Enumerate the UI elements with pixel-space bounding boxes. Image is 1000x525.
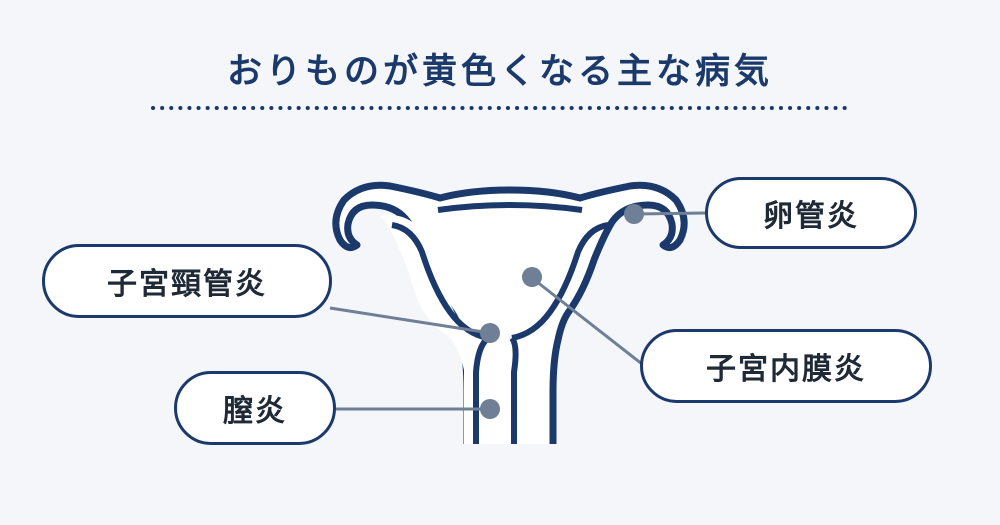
label-vaginitis-text: 膣炎 [223,394,287,429]
marker-endometrium [522,267,542,287]
label-vaginitis: 膣炎 [174,371,336,445]
uterine-cavity [380,215,600,444]
leader-line-oviduct [633,211,707,216]
cavity-right-wall [511,222,609,341]
label-cervicitis-text: 子宮頸管炎 [107,267,267,302]
marker-oviduct [624,204,644,224]
leader-line-cervicitis [329,306,491,335]
label-endometritis-text: 子宮内膜炎 [706,352,866,387]
label-endometritis: 子宮内膜炎 [640,329,932,403]
label-oviduct: 卵管炎 [705,177,917,249]
leader-line-endometritis [531,276,643,366]
marker-vagina [480,399,500,419]
marker-cervix [480,323,500,343]
fundus-inner-line [437,202,583,213]
label-oviduct-text: 卵管炎 [763,199,859,234]
label-cervicitis: 子宮頸管炎 [42,244,332,318]
page-title: おりものが黄色くなる主な病気 [226,52,773,92]
